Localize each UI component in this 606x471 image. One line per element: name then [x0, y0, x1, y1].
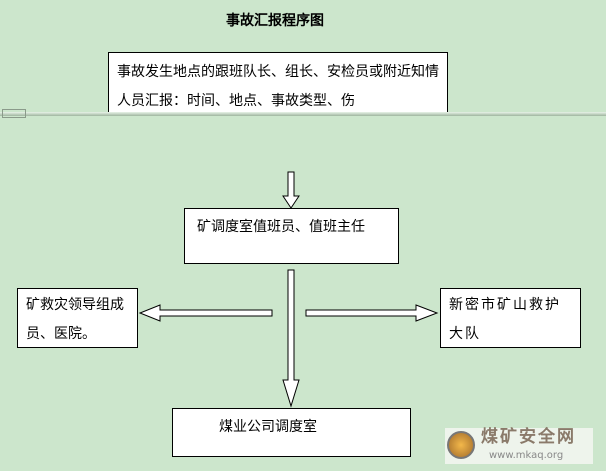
arrow-down-bottom	[282, 269, 300, 408]
arrow-right	[305, 304, 439, 322]
reporter-box: 事故发生地点的跟班队长、组长、安检员或附近知情人员汇报：时间、地点、事故类型、伤	[108, 52, 448, 114]
page-break	[0, 112, 606, 116]
page-title: 事故汇报程序图	[226, 13, 324, 29]
company-dispatch-box: 煤业公司调度室	[172, 408, 411, 457]
watermark-url: www.mkaq.org	[489, 450, 564, 461]
arrow-down-top	[282, 171, 300, 209]
rescue-leadership-box: 矿救灾领导组成员、医院。	[17, 288, 138, 348]
watermark-logo: 煤矿安全网 www.mkaq.org	[445, 428, 593, 464]
rescue-team-box: 新密市矿山救护大队	[440, 288, 581, 348]
dispatch-room-box: 矿调度室值班员、值班主任	[184, 208, 399, 264]
mountain-logo-icon	[447, 431, 475, 459]
page-marker	[2, 109, 26, 118]
watermark-name: 煤矿安全网	[481, 427, 576, 447]
arrow-left	[138, 304, 273, 322]
